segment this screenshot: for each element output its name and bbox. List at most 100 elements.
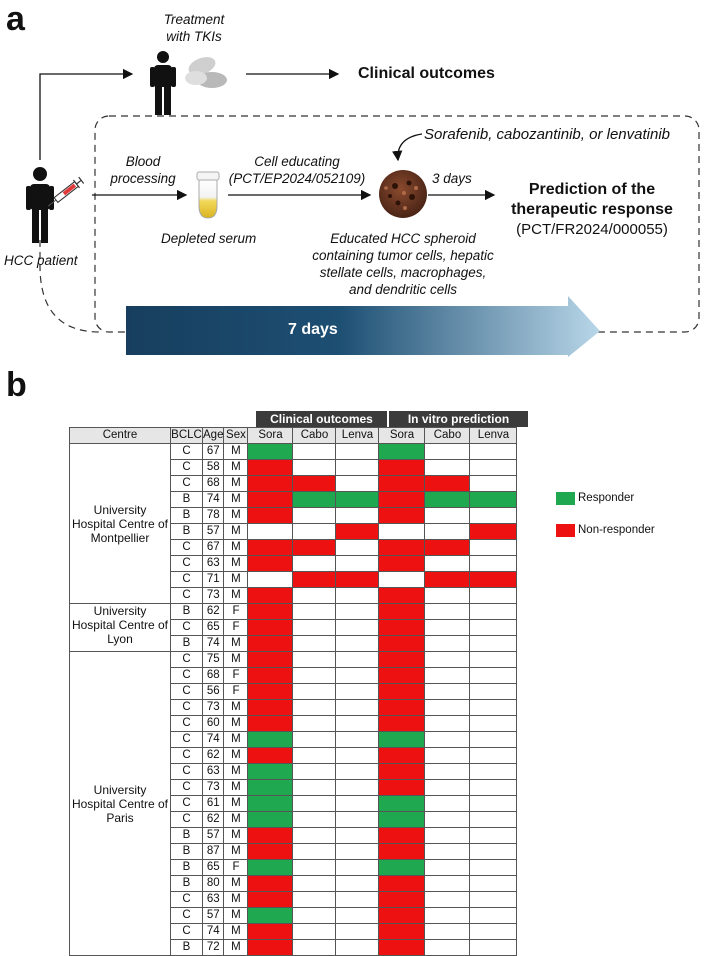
cell-sex: M (223, 907, 249, 924)
vitro-result-cell (424, 843, 471, 860)
vitro-result-cell (378, 635, 426, 652)
cell-age: 74 (201, 491, 225, 508)
vitro-result-cell (378, 747, 426, 764)
vitro-result-cell (469, 491, 518, 508)
clinical-result-cell (335, 571, 380, 588)
vitro-result-cell (469, 875, 518, 892)
column-header: Sora (378, 427, 426, 444)
vitro-result-cell (378, 667, 426, 684)
vitro-result-cell (469, 699, 518, 716)
vitro-result-cell (469, 747, 518, 764)
centre-name-line: Hospital Centre of (71, 618, 169, 632)
clinical-result-cell (292, 859, 337, 876)
clinical-result-cell (292, 555, 337, 572)
clinical-result-cell (335, 843, 380, 860)
clinical-result-cell (335, 555, 380, 572)
cell-age: 73 (201, 779, 225, 796)
vitro-result-cell (469, 571, 518, 588)
clinical-result-cell (247, 603, 294, 620)
cell-bclc: C (170, 923, 203, 940)
clinical-result-cell (247, 779, 294, 796)
clinical-result-cell (292, 667, 337, 684)
clinical-result-cell (292, 763, 337, 780)
seven-days-arrow (126, 296, 600, 357)
vitro-result-cell (469, 891, 518, 908)
vitro-result-cell (378, 843, 426, 860)
cell-bclc: C (170, 731, 203, 748)
cell-sex: M (223, 651, 249, 668)
vitro-result-cell (469, 795, 518, 812)
clinical-result-cell (335, 651, 380, 668)
vitro-result-cell (378, 699, 426, 716)
cell-sex: F (223, 859, 249, 876)
clinical-result-cell (292, 827, 337, 844)
cell-age: 78 (201, 507, 225, 524)
clinical-result-cell (292, 731, 337, 748)
vitro-result-cell (378, 811, 426, 828)
clinical-result-cell (247, 795, 294, 812)
patient-person-icon (26, 167, 54, 243)
vitro-result-cell (469, 779, 518, 796)
cell-age: 57 (201, 907, 225, 924)
vitro-result-cell (469, 635, 518, 652)
vitro-result-cell (469, 459, 518, 476)
clinical-result-cell (292, 843, 337, 860)
column-header: Cabo (424, 427, 471, 444)
clinical-result-cell (292, 523, 337, 540)
cell-sex: M (223, 523, 249, 540)
vitro-result-cell (378, 715, 426, 732)
clinical-result-cell (335, 859, 380, 876)
vitro-result-cell (378, 683, 426, 700)
clinical-result-cell (292, 699, 337, 716)
vitro-result-cell (469, 475, 518, 492)
vitro-result-cell (424, 795, 471, 812)
in-vitro-prediction-group-header: In vitro prediction (389, 411, 528, 427)
vitro-result-cell (424, 859, 471, 876)
clinical-result-cell (247, 571, 294, 588)
cell-sex: M (223, 555, 249, 572)
legend: Responder Non-responder (556, 490, 655, 538)
drug-addition-arrow (392, 133, 423, 162)
vitro-result-cell (378, 603, 426, 620)
vitro-result-cell (424, 667, 471, 684)
drugs-label: Sorafenib, cabozantinib, or lenvatinib (424, 126, 670, 143)
cell-sex: F (223, 667, 249, 684)
cell-sex: M (223, 779, 249, 796)
cell-age: 57 (201, 827, 225, 844)
clinical-result-cell (247, 907, 294, 924)
cell-educating-label: Cell educating (PCT/EP2024/052109) (222, 153, 372, 187)
vitro-result-cell (469, 811, 518, 828)
column-header: Sex (223, 427, 249, 444)
cell-sex: M (223, 747, 249, 764)
clinical-result-cell (292, 587, 337, 604)
clinical-result-cell (335, 923, 380, 940)
vitro-result-cell (424, 443, 471, 460)
vitro-result-cell (378, 891, 426, 908)
panel-b-letter: b (6, 366, 27, 404)
cell-bclc: B (170, 603, 203, 620)
clinical-result-cell (247, 539, 294, 556)
vitro-result-cell (424, 683, 471, 700)
vitro-result-cell (469, 859, 518, 876)
cell-age: 73 (201, 587, 225, 604)
clinical-result-cell (247, 443, 294, 460)
treatment-person-icon (150, 51, 176, 115)
clinical-result-cell (335, 507, 380, 524)
clinical-result-cell (292, 507, 337, 524)
vitro-result-cell (469, 443, 518, 460)
column-header: BCLC (170, 427, 203, 444)
vitro-result-cell (378, 923, 426, 940)
dashed-patient-connector (39, 240, 101, 333)
cell-age: 75 (201, 651, 225, 668)
cell-bclc: C (170, 763, 203, 780)
vitro-result-cell (424, 747, 471, 764)
cell-bclc: C (170, 907, 203, 924)
